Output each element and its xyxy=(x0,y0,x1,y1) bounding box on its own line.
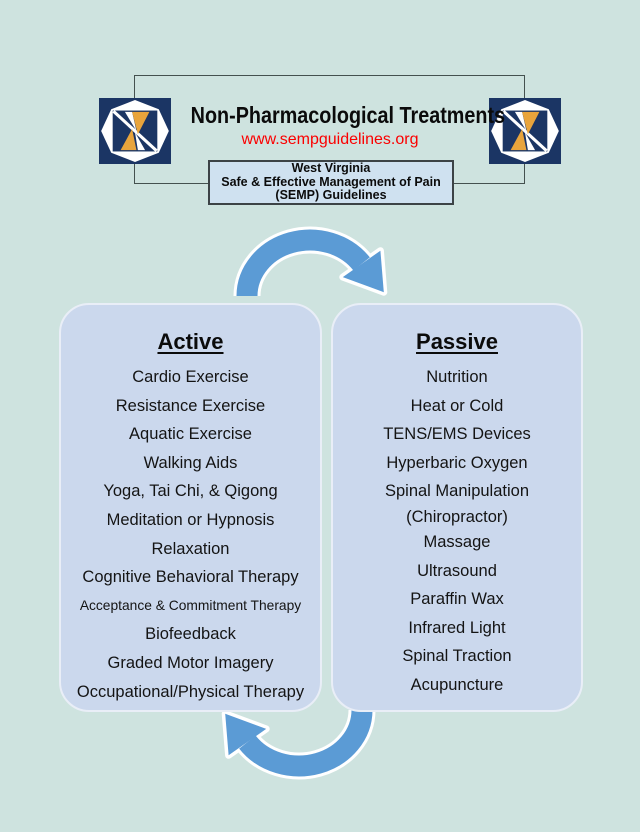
org-box-line3: (SEMP) Guidelines xyxy=(275,188,387,203)
page-title: Non-Pharmacological Treatments xyxy=(190,102,506,128)
semp-logo-graphic xyxy=(99,98,171,164)
header: Non-Pharmacological Treatments www.sempg… xyxy=(168,102,506,149)
treatment-item: Spinal Traction xyxy=(402,647,512,666)
active-heading: Active xyxy=(157,329,224,354)
passive-treatments-list: Nutrition Heat or Cold TENS/EMS Devices … xyxy=(333,363,581,700)
passive-treatments-box: Passive Nutrition Heat or Cold TENS/EMS … xyxy=(331,303,583,712)
treatment-item: Biofeedback xyxy=(145,625,236,644)
semp-logo-right xyxy=(489,98,561,164)
cycle-arrow-top xyxy=(233,226,388,297)
treatment-item: Yoga, Tai Chi, & Qigong xyxy=(103,482,278,501)
cycle-arrow-bottom xyxy=(221,709,376,780)
treatment-item: Hyperbaric Oxygen xyxy=(386,453,528,472)
treatment-item: Heat or Cold xyxy=(410,396,504,415)
treatment-item: Paraffin Wax xyxy=(410,590,504,609)
org-box: West Virginia Safe & Effective Managemen… xyxy=(208,160,454,205)
active-treatments-box: Active Cardio Exercise Resistance Exerci… xyxy=(59,303,322,712)
treatment-item-line1: Spinal Manipulation xyxy=(384,482,529,501)
treatment-item: Resistance Exercise xyxy=(115,396,266,415)
treatment-item: Acceptance & Commitment Therapy xyxy=(79,597,302,613)
website-url: www.sempguidelines.org xyxy=(241,131,419,148)
treatment-item: Spinal Manipulation (Chiropractor) xyxy=(333,477,581,528)
treatment-item: TENS/EMS Devices xyxy=(383,425,531,444)
treatment-item: Graded Motor Imagery xyxy=(107,653,274,672)
treatment-item: Massage xyxy=(423,532,491,551)
treatment-item: Meditation or Hypnosis xyxy=(106,510,275,529)
treatment-item: Relaxation xyxy=(151,539,230,558)
treatment-item: Aquatic Exercise xyxy=(129,425,252,444)
active-treatments-list: Cardio Exercise Resistance Exercise Aqua… xyxy=(61,363,320,706)
treatment-item: Ultrasound xyxy=(417,561,497,580)
passive-heading: Passive xyxy=(416,329,498,354)
org-box-line2: Safe & Effective Management of Pain xyxy=(221,174,441,189)
treatment-item: Walking Aids xyxy=(143,453,238,472)
treatment-item: Occupational/Physical Therapy xyxy=(76,682,305,701)
treatment-item: Cognitive Behavioral Therapy xyxy=(82,568,299,587)
org-box-line1: West Virginia xyxy=(291,160,371,175)
treatment-item: Acupuncture xyxy=(410,675,504,694)
semp-logo-left xyxy=(99,98,171,164)
treatment-item-line2: (Chiropractor) xyxy=(406,507,508,526)
treatment-item: Infrared Light xyxy=(408,618,506,637)
treatment-item: Nutrition xyxy=(426,368,488,386)
semp-logo-graphic xyxy=(489,98,561,164)
treatment-item: Cardio Exercise xyxy=(132,368,249,386)
